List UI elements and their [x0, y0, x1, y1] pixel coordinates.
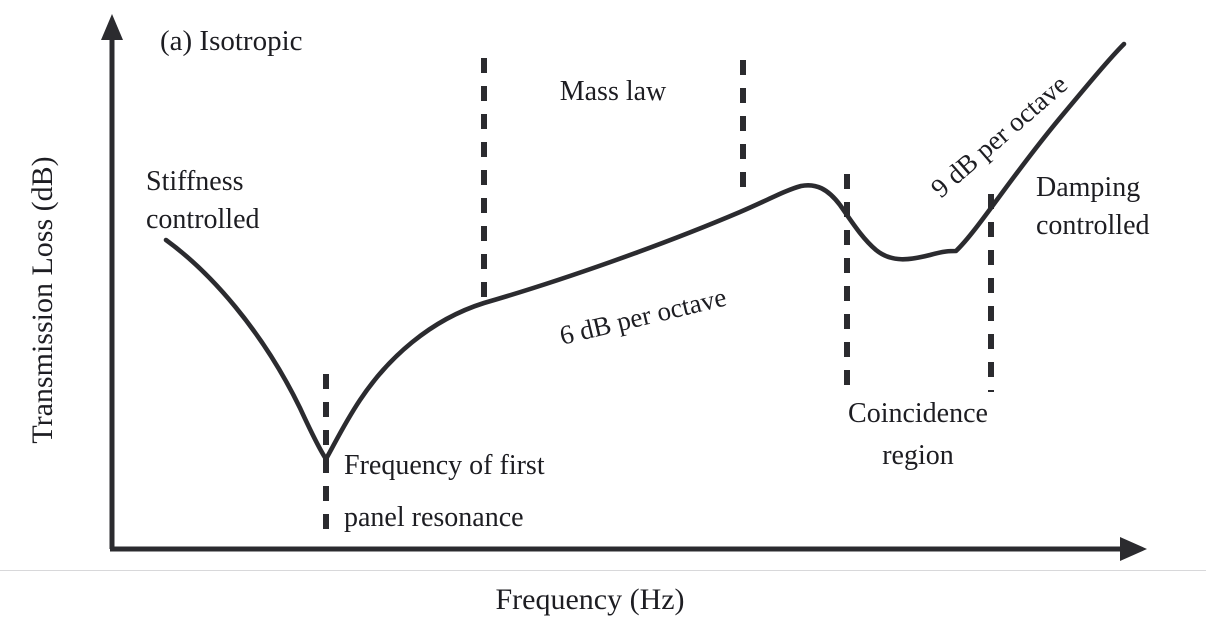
x-axis-label: Frequency (Hz): [495, 583, 684, 616]
coincidence-region-label-line2: region: [882, 440, 954, 471]
stiffness-controlled-label-line2: controlled: [146, 204, 260, 235]
x-axis-arrowhead: [1120, 537, 1147, 561]
stiffness-controlled-label-line1: Stiffness: [146, 166, 244, 197]
transmission-loss-curve-group: [163, 41, 1127, 462]
damping-controlled-label-line2: controlled: [1036, 210, 1150, 241]
mass-law-label: Mass law: [560, 76, 667, 107]
transmission-loss-curve: [163, 41, 1127, 462]
axes-group: [101, 14, 1147, 561]
damping-controlled-label-line1: Damping: [1036, 172, 1140, 203]
dashed-markers-group: [323, 58, 994, 534]
coincidence-region-label-line1: Coincidence: [848, 398, 988, 429]
y-axis-label: Transmission Loss (dB): [26, 156, 59, 443]
annotations-group: (a) Isotropic Transmission Loss (dB) Fre…: [26, 25, 1150, 616]
resonance-label-line1: Frequency of first: [344, 450, 545, 481]
y-axis-arrowhead: [101, 14, 123, 40]
slope-6db-label: 6 dB per octave: [557, 282, 730, 351]
resonance-label-line2: panel resonance: [344, 502, 524, 533]
panel-label: (a) Isotropic: [160, 25, 303, 57]
figure-bottom-divider: [0, 570, 1206, 571]
